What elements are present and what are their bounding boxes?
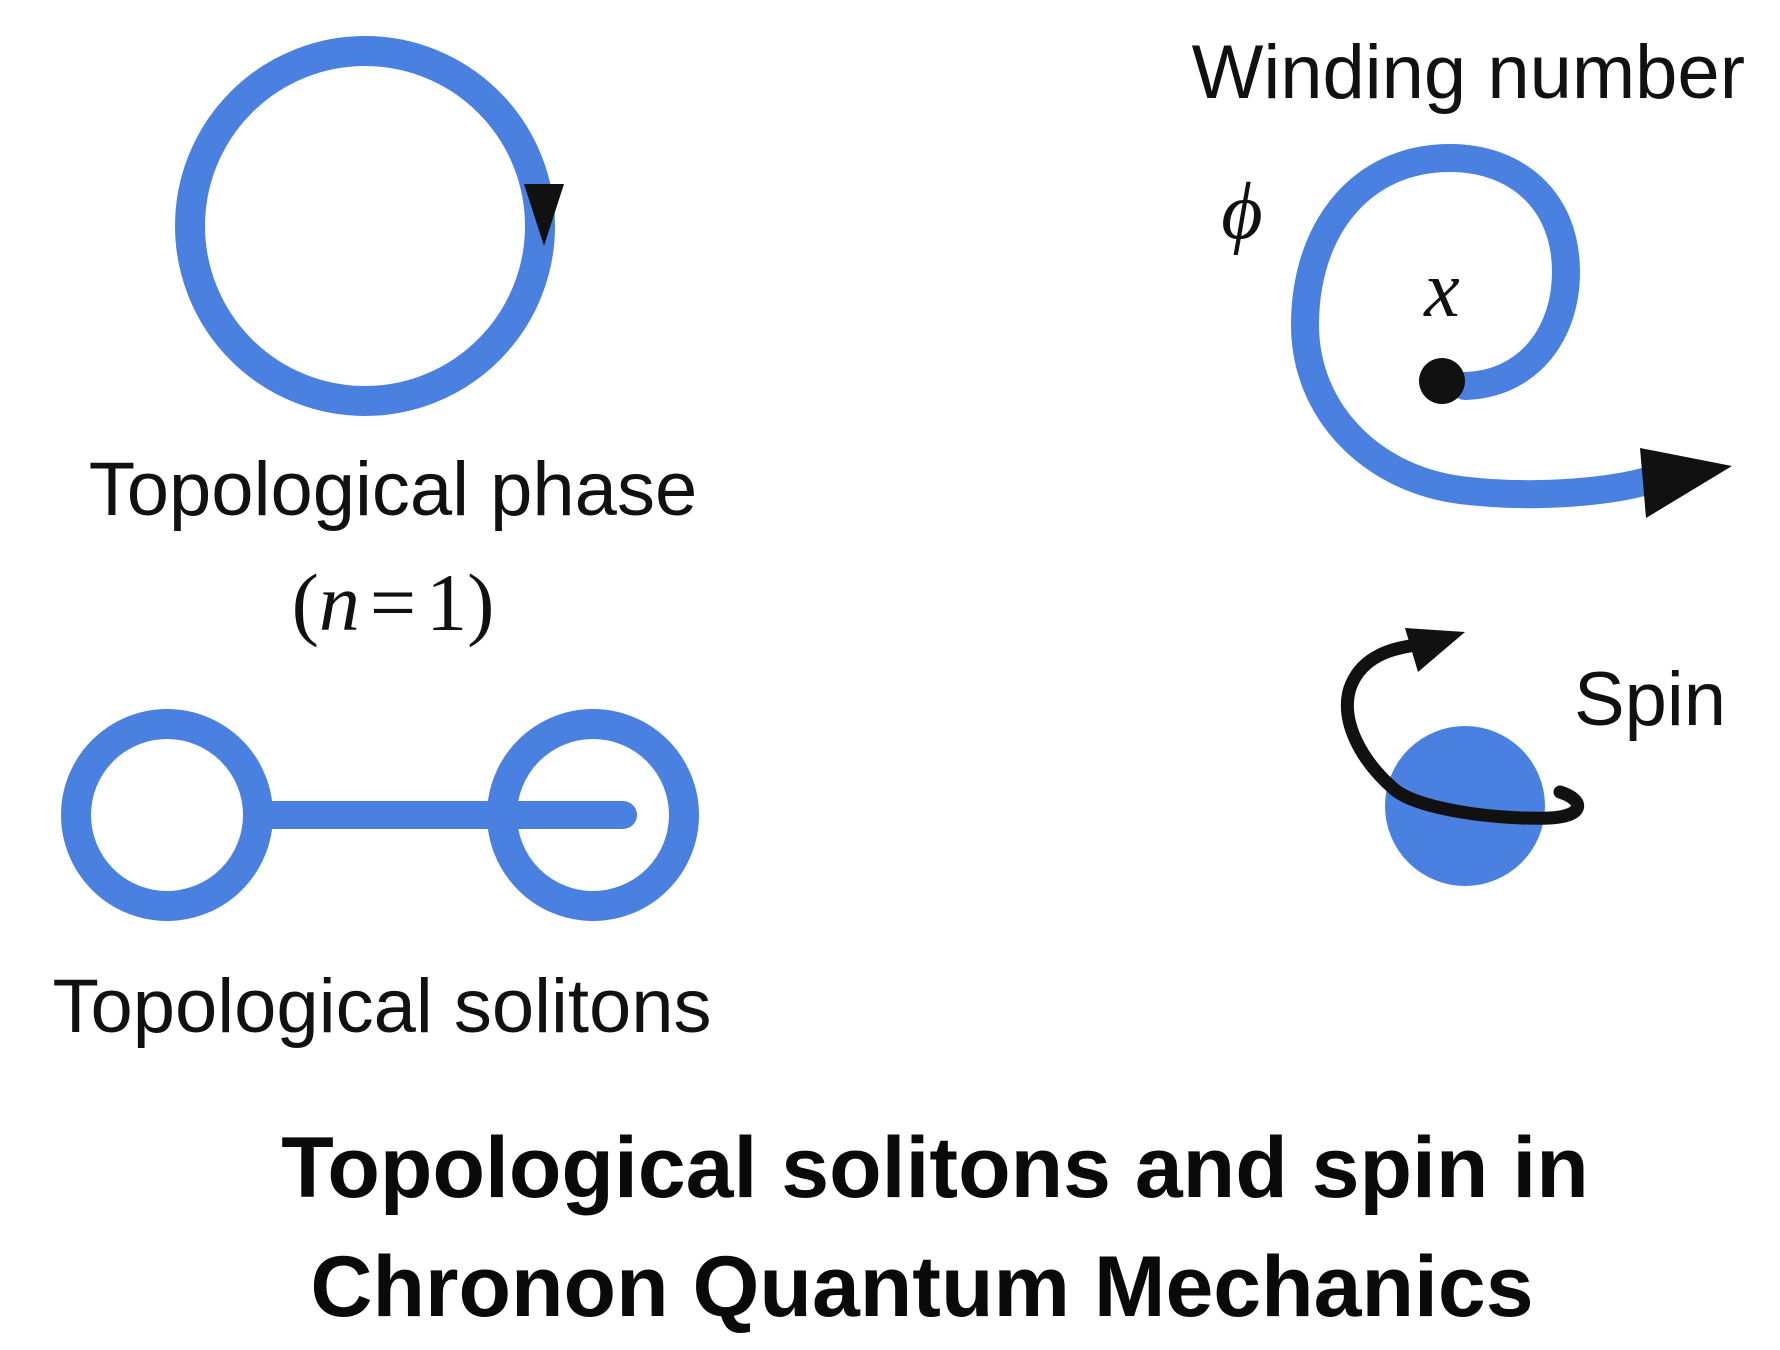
spin-arrowhead-icon [1405,628,1465,672]
phase-loop-icon [175,36,564,416]
page-title-line2: Chronon Quantum Mechanics [310,1239,1533,1335]
spin-orbit-ring [1388,783,1584,825]
phase-arrowhead-icon [524,184,564,246]
phase-circle [175,36,555,416]
topological-solitons-label: Topological solitons [52,964,711,1049]
winding-arrowhead-icon [1640,448,1732,518]
spin-label: Spin [1574,657,1726,742]
topological-phase-label: Topological phase [89,447,697,532]
phi-symbol: ϕ [1221,168,1262,256]
spin-orbit-arrow [1340,639,1417,797]
soliton-ring-left [61,709,273,921]
phase-condition-label: (n=1) [292,557,495,648]
winding-spiral-path [1290,143,1664,509]
winding-origin-point [1419,358,1465,404]
x-symbol: x [1423,246,1460,334]
spin-sphere-icon [1340,628,1584,886]
winding-spiral-icon [1290,143,1732,518]
winding-number-label: Winding number [1192,30,1745,115]
page-title-line1: Topological solitons and spin in [281,1120,1589,1216]
soliton-pair-icon [61,709,699,921]
